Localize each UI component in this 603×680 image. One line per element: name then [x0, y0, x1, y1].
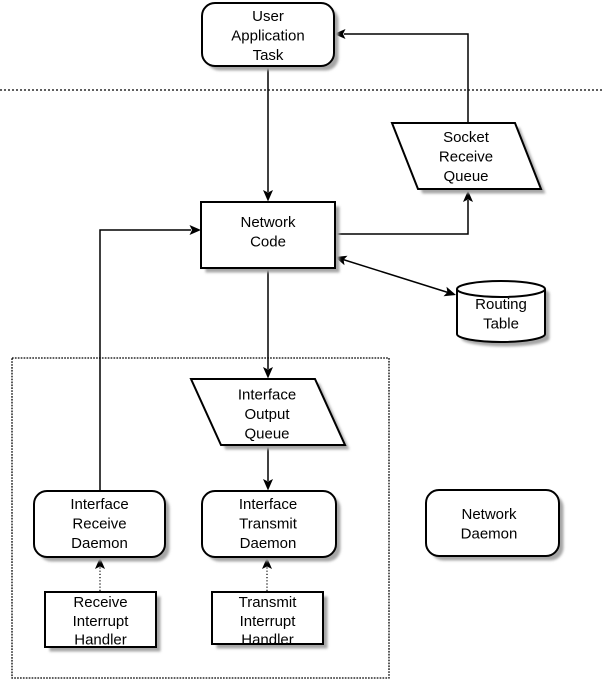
svg-text:Socket: Socket [443, 129, 490, 146]
svg-text:Daemon: Daemon [461, 526, 518, 543]
svg-text:Handler: Handler [241, 632, 294, 649]
svg-text:Receive: Receive [439, 149, 493, 166]
svg-text:Interrupt: Interrupt [240, 613, 297, 630]
svg-text:Daemon: Daemon [71, 535, 128, 552]
svg-text:Application: Application [231, 28, 304, 45]
svg-text:Routing: Routing [475, 296, 527, 313]
svg-text:Queue: Queue [443, 168, 488, 185]
svg-text:Receive: Receive [72, 516, 126, 533]
svg-text:Transmit: Transmit [239, 594, 298, 611]
svg-text:Interrupt: Interrupt [73, 613, 130, 630]
svg-text:Network: Network [461, 506, 517, 523]
svg-text:Network: Network [240, 214, 296, 231]
svg-text:Task: Task [253, 47, 284, 64]
svg-text:Receive: Receive [73, 594, 127, 611]
svg-text:Queue: Queue [244, 426, 289, 443]
svg-text:User: User [252, 8, 284, 25]
svg-text:Code: Code [250, 234, 286, 251]
svg-text:Daemon: Daemon [240, 535, 297, 552]
svg-text:Transmit: Transmit [239, 516, 298, 533]
svg-text:Interface: Interface [239, 496, 297, 513]
svg-text:Handler: Handler [74, 632, 127, 649]
svg-text:Output: Output [244, 406, 290, 423]
svg-text:Interface: Interface [70, 496, 128, 513]
svg-text:Interface: Interface [238, 387, 296, 404]
svg-text:Table: Table [483, 316, 519, 333]
